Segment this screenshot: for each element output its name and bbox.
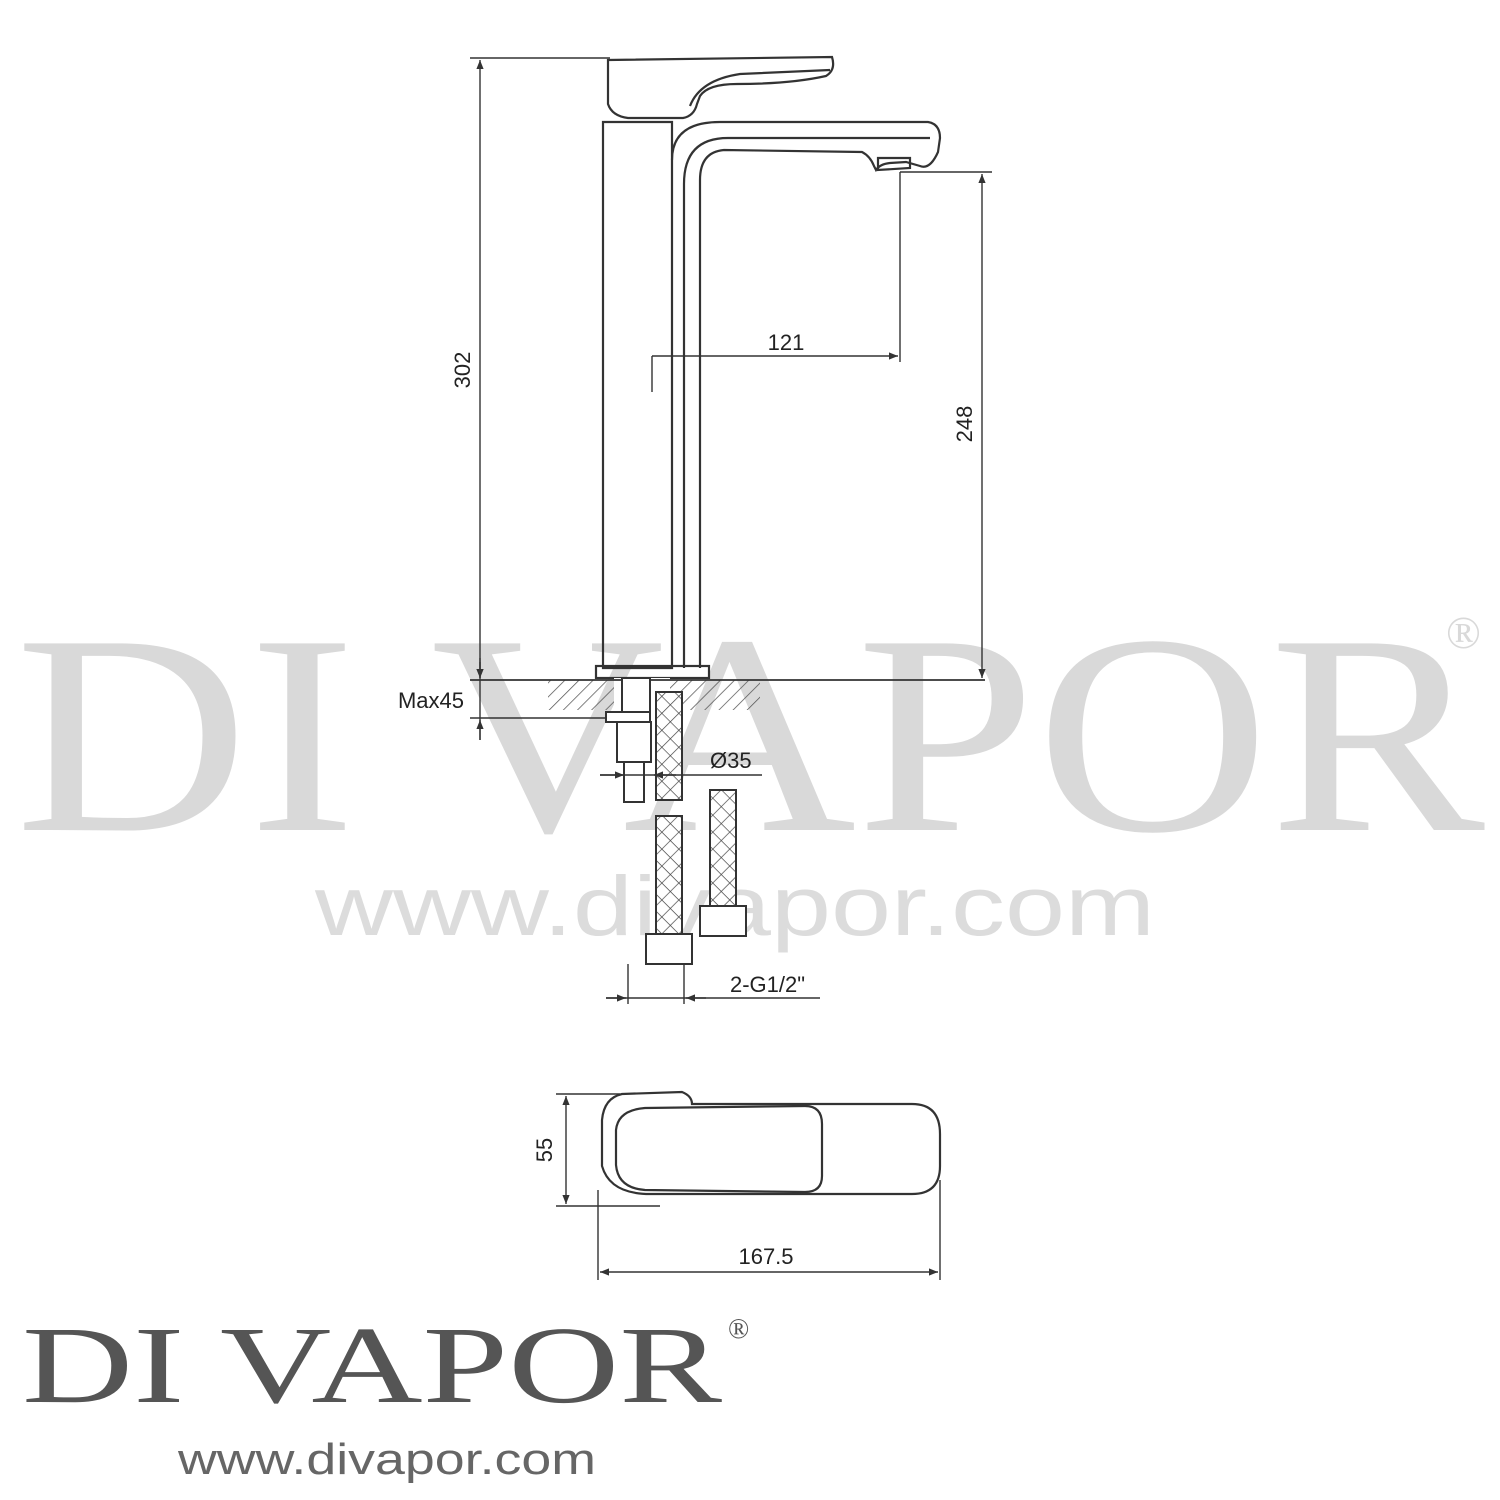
tap-side-view <box>594 55 942 680</box>
logo-url: www.divapor.com <box>177 1435 596 1484</box>
aerator <box>876 156 912 172</box>
dim-302-label: 302 <box>450 352 475 389</box>
dim-248-label: 248 <box>952 406 977 443</box>
dim-167-label: 167.5 <box>738 1244 793 1269</box>
under-deck-fittings <box>605 677 747 965</box>
lever-handle <box>606 55 835 120</box>
hose-left-nut <box>645 933 693 965</box>
back-nut <box>605 711 651 723</box>
logo-registered-mark: ® <box>728 1314 749 1345</box>
hose-left-lower <box>655 815 683 935</box>
dim-55-label: 55 <box>532 1138 557 1162</box>
dim-max45-label: Max45 <box>398 688 464 713</box>
tail-pipe <box>623 761 645 803</box>
hose-right-nut <box>699 905 747 937</box>
fixing-nut <box>616 721 652 763</box>
dimension-lines <box>470 57 992 1280</box>
dim-121-label: 121 <box>768 330 805 355</box>
hose-left-upper <box>655 691 683 801</box>
dim-g12-label: 2-G1/2" <box>730 972 805 997</box>
hose-right <box>709 789 737 909</box>
dimension-labels: 302 248 121 Max45 Ø35 2-G1/2" 55 167.5 <box>398 330 977 1269</box>
dim-35-label: Ø35 <box>710 748 752 773</box>
top-outline <box>600 1090 942 1196</box>
brand-logo: DI VAPOR ® www.divapor.com <box>22 1304 749 1484</box>
watermark-brand: DI VAPOR <box>15 576 1487 892</box>
spout-inner-line <box>682 136 930 668</box>
tap-body <box>601 120 674 670</box>
watermark: DI VAPOR ® www.divapor.com <box>15 576 1487 953</box>
lever-inner-curve <box>688 68 831 107</box>
top-handle-inner <box>614 1104 824 1194</box>
watermark-registered-mark: ® <box>1446 607 1481 658</box>
spout <box>670 120 942 668</box>
tap-top-view <box>600 1090 942 1196</box>
logo-brand: DI VAPOR <box>22 1304 723 1426</box>
